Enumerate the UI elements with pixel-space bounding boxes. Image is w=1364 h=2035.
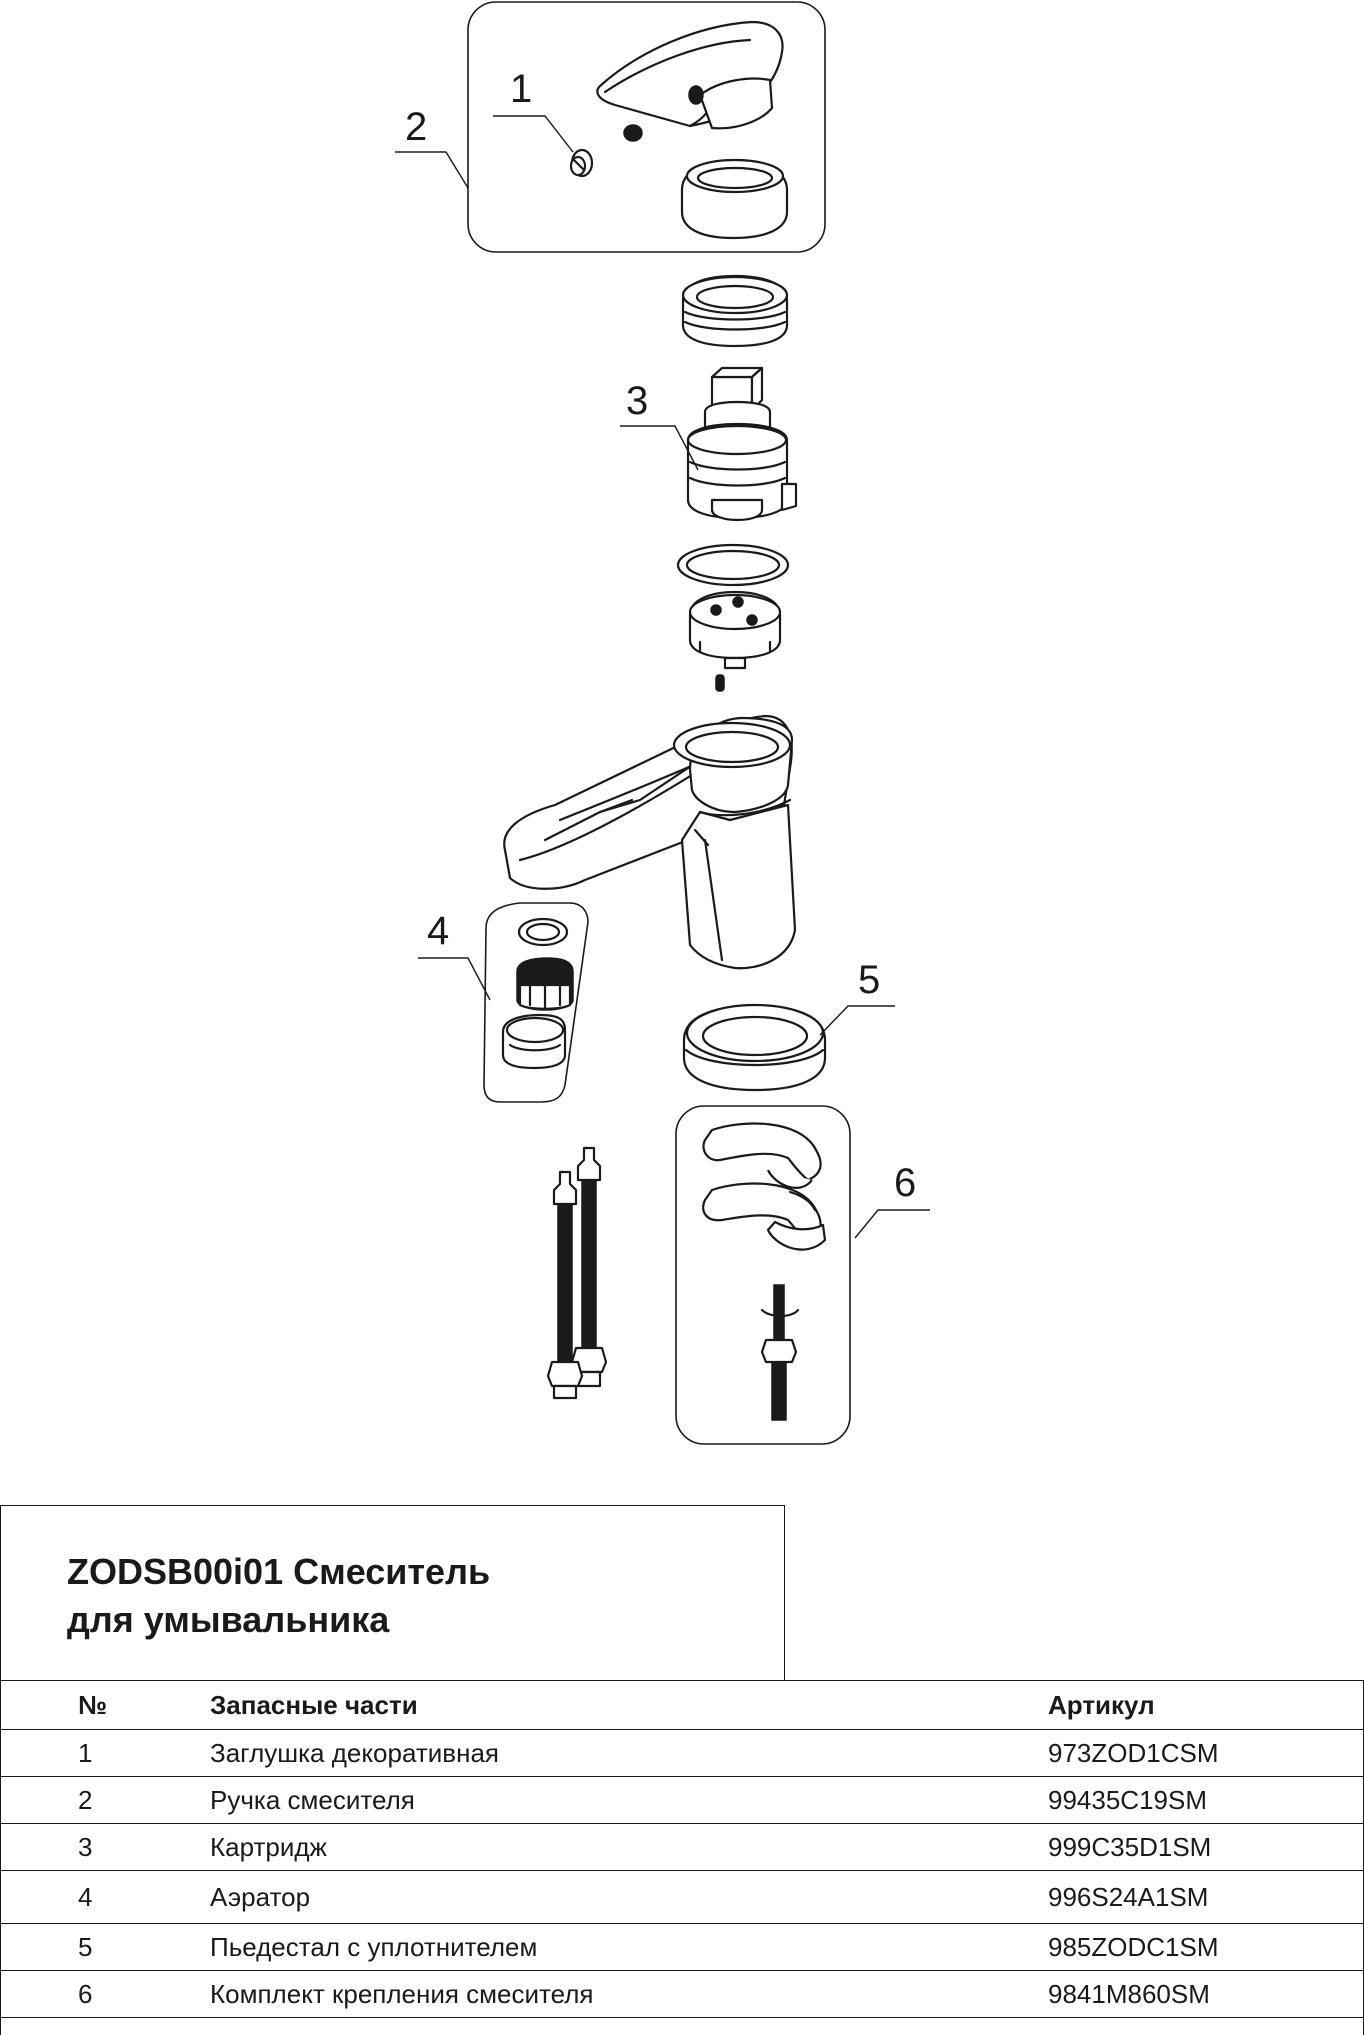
cartridge-nut	[681, 274, 789, 348]
table-row: 1 Заглушка декоративная 973ZOD1CSM	[0, 1729, 1364, 1777]
row-part-name: Аэратор	[210, 1870, 1048, 1924]
row-part-name: Ручка смесителя	[210, 1776, 1048, 1824]
title-box: ZODSB00i01 Смеситель для умывальника	[0, 1505, 785, 1680]
cartridge	[620, 366, 798, 522]
row-part-name: Пьедестал с уплотнителем	[210, 1923, 1048, 1971]
exploded-parts-diagram: 1 2 3 4 5 6	[395, 1, 930, 1445]
callout-4: 4	[427, 909, 449, 953]
row-part-name: Картридж	[210, 1823, 1048, 1871]
row-number: 4	[0, 1870, 210, 1924]
header-number: №	[0, 1680, 210, 1730]
product-title-line-1: ZODSB00i01 Смеситель	[67, 1551, 491, 1592]
table-row: 6 Комплект крепления смесителя 9841M860S…	[0, 1970, 1364, 2018]
header-article: Артикул	[1048, 1680, 1364, 1730]
row-number: 5	[0, 1923, 210, 1971]
callout-2: 2	[405, 105, 427, 149]
aerator-group	[418, 902, 589, 1103]
callout-3: 3	[626, 379, 648, 423]
mixer-body	[503, 714, 797, 970]
cartridge-o-ring	[676, 543, 790, 587]
row-article: 973ZOD1CSM	[1048, 1729, 1364, 1777]
row-part-name: Комплект крепления смесителя	[210, 1970, 1048, 2018]
flexible-hoses	[546, 1146, 608, 1400]
pedestal-with-seal	[682, 1003, 895, 1092]
row-article: 985ZODC1SM	[1048, 1923, 1364, 1971]
callout-1: 1	[510, 67, 532, 111]
handle-group	[395, 1, 826, 253]
cartridge-base	[688, 590, 782, 692]
row-number: 6	[0, 1970, 210, 2018]
table-row: 5 Пьедестал с уплотнителем 985ZODC1SM	[0, 1923, 1364, 1971]
row-article: 996S24A1SM	[1048, 1870, 1364, 1924]
row-article: 99435C19SM	[1048, 1776, 1364, 1824]
row-number: 1	[0, 1729, 210, 1777]
callout-6: 6	[894, 1161, 916, 1205]
table-header-row: № Запасные части Артикул	[0, 1680, 1364, 1730]
mounting-kit-group	[675, 1105, 930, 1445]
plug-cap	[623, 124, 643, 142]
spare-parts-table: № Запасные части Артикул 1 Заглушка деко…	[0, 1680, 1364, 2018]
row-article: 999C35D1SM	[1048, 1823, 1364, 1871]
row-number: 3	[0, 1823, 210, 1871]
table-row: 4 Аэратор 996S24A1SM	[0, 1870, 1364, 1924]
row-number: 2	[0, 1776, 210, 1824]
callout-5: 5	[858, 958, 880, 1002]
product-title-line-2: для умывальника	[67, 1599, 390, 1640]
row-article: 9841M860SM	[1048, 1970, 1364, 2018]
decorative-plug-screw	[569, 148, 594, 178]
header-part-name: Запасные части	[210, 1680, 1048, 1730]
product-title: ZODSB00i01 Смеситель для умывальника	[67, 1548, 747, 1644]
table-row: 3 Картридж 999C35D1SM	[0, 1823, 1364, 1871]
table-row: 2 Ручка смесителя 99435C19SM	[0, 1776, 1364, 1824]
handle-group-frame	[467, 1, 826, 253]
handle-cover-ring	[680, 158, 789, 240]
row-part-name: Заглушка декоративная	[210, 1729, 1048, 1777]
aerator-group-frame	[483, 902, 589, 1103]
mounting-kit-frame	[675, 1105, 851, 1445]
